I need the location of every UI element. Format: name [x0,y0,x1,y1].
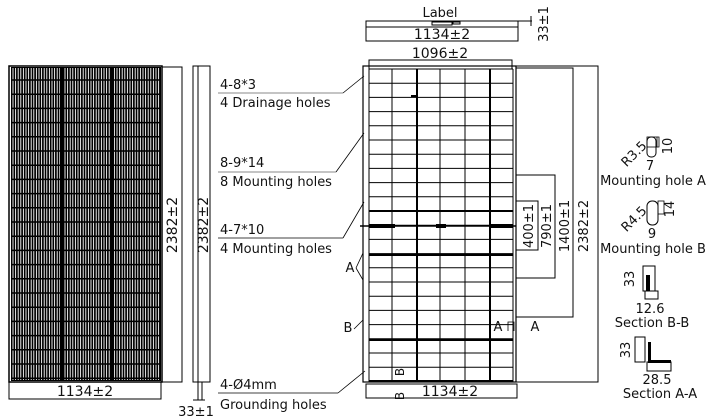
front-width-dim: 1134±2 [57,384,113,400]
callout-mounting8-desc: 8 Mounting holes [220,175,332,190]
front-height-dim-line [162,66,183,383]
cell-stripes [11,67,161,381]
section-mark-a-right-2: A [531,320,540,335]
callouts: 4-8*3 4 Drainage holes 8-9*14 8 Mounting… [218,75,366,413]
junction-box-center [436,224,446,228]
top-width-dim: 1134±2 [414,27,470,43]
dim-1400: 1400±1 [558,200,573,252]
bottom-width-dim: 1134±2 [422,384,478,400]
front-width-dim-box [8,381,162,400]
side-thickness-dim: 33±1 [178,405,214,420]
svg-text:R4.5: R4.5 [619,204,651,236]
svg-text:7: 7 [646,159,654,174]
detail-section-bb: 33 12.6 Section B-B [615,265,690,331]
inner-width-dim: 1096±2 [412,46,468,62]
section-bb-title: Section B-B [615,316,690,331]
svg-text:14: 14 [663,201,678,218]
label-plate [431,21,453,26]
section-aa-title: Section A-A [623,387,697,402]
callout-drainage-spec: 4-8*3 [220,78,256,93]
detail-hole-b: R4.5 9 14 Mounting hole B [600,200,706,257]
front-view: 1134±2 2382±2 [8,65,183,400]
dim-400: 400±1 [522,204,537,248]
detail-hole-b-title: Mounting hole B [600,242,706,257]
section-mark-a-left: A [346,261,355,276]
callout-mounting4-desc: 4 Mounting holes [220,242,332,257]
svg-text:33: 33 [623,271,638,288]
svg-text:12.6: 12.6 [636,302,665,317]
top-thickness-dim: 33±1 [537,6,552,42]
svg-text:33: 33 [619,342,634,359]
junction-box-right [489,224,513,228]
bottom-width-dim-box [365,383,518,399]
section-mark-b-bottom-1: B [393,368,407,376]
section-mark-a-right-1: A [494,320,503,335]
top-view: Label 1134±2 33±1 1096±2 [365,6,552,62]
dim-790: 790±1 [540,204,555,248]
detail-hole-a-title: Mounting hole A [600,174,706,189]
side-height-dim: 2382±2 [196,197,212,253]
rear-view: 1134±2 400±1 790±1 1400±1 2382±2 A B A A… [344,59,599,400]
top-width-dim-box [365,26,519,42]
callout-mounting8-spec: 8-9*14 [220,156,264,171]
section-mark-b-left: B [344,321,353,336]
section-mark-b-bottom-2: B [393,392,407,400]
callout-drainage-desc: 4 Drainage holes [220,96,331,111]
junction-box-left [369,224,395,228]
svg-text:9: 9 [648,227,656,242]
dim-2382: 2382±2 [577,200,592,252]
detail-section-aa: 33 28.5 Section A-A [619,336,697,402]
svg-text:28.5: 28.5 [643,373,672,388]
side-view: 2382±2 33±1 [178,65,214,420]
callout-grounding-desc: Grounding holes [220,398,327,413]
callout-grounding-spec: 4-Ø4mm [220,378,277,393]
svg-text:10: 10 [661,138,676,155]
front-height-dim: 2382±2 [165,197,181,253]
callout-mounting4-spec: 4-7*10 [220,223,264,238]
label-text: Label [422,6,457,21]
detail-hole-a: R3.5 7 10 Mounting hole A [600,136,706,189]
